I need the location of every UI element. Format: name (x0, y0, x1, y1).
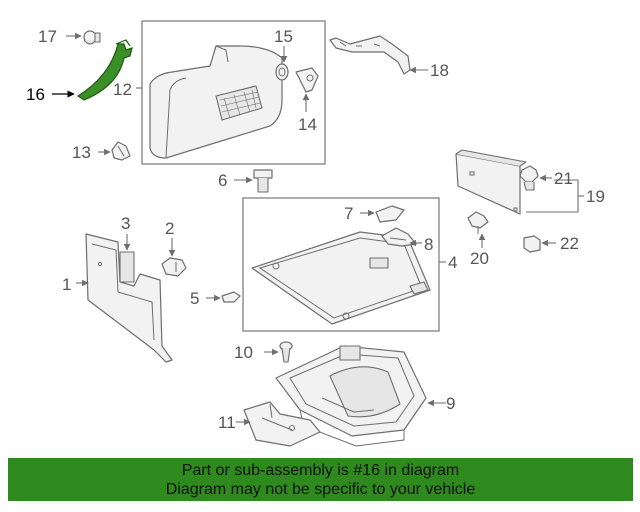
callout-15: 15 (274, 27, 293, 46)
callout-8: 8 (424, 235, 433, 254)
group-box-12 (141, 20, 326, 165)
callout-22: 22 (560, 234, 579, 253)
group-box-4 (242, 197, 440, 332)
banner-line-2: Diagram may not be specific to your vehi… (165, 481, 476, 498)
callout-3: 3 (121, 214, 130, 233)
callout-17: 17 (38, 27, 57, 46)
part-8-handle[interactable] (381, 227, 417, 247)
part-13-clip[interactable] (111, 141, 131, 161)
part-22-block[interactable] (523, 235, 541, 253)
callout-14: 14 (298, 115, 317, 134)
part-7-hook[interactable] (375, 205, 405, 223)
callout-7: 7 (344, 204, 353, 223)
part-4-floor-mat[interactable] (251, 231, 431, 325)
part-18-trim-molding[interactable] (329, 35, 411, 75)
part-6-plug[interactable] (253, 169, 273, 193)
part-20-fastener[interactable] (467, 211, 489, 234)
part-16-trim-strip[interactable] (76, 39, 133, 101)
callout-21: 21 (554, 169, 573, 188)
callout-18: 18 (430, 61, 449, 80)
part-19-sill-trim[interactable] (455, 149, 527, 215)
callout-6: 6 (218, 171, 227, 190)
callout-5: 5 (190, 289, 199, 308)
part-15-bolt[interactable] (275, 63, 289, 81)
part-2-clip[interactable] (161, 257, 187, 277)
part-14-hook[interactable] (295, 67, 319, 93)
callout-4: 4 (448, 253, 457, 272)
callout-10: 10 (234, 343, 253, 362)
part-21-clip[interactable] (519, 165, 539, 191)
callout-19: 19 (586, 187, 605, 206)
part-11-bracket[interactable] (243, 401, 321, 447)
callout-11: 11 (218, 413, 236, 432)
callout-1: 1 (62, 275, 71, 294)
banner-line-1: Part or sub-assembly is #16 in diagram (181, 462, 460, 479)
part-12-side-trim-panel[interactable] (149, 45, 283, 159)
callout-2: 2 (165, 219, 174, 238)
callout-13: 13 (72, 143, 91, 162)
callout-16: 16 (26, 85, 45, 104)
callout-9: 9 (446, 394, 455, 413)
part-10-rivet[interactable] (279, 341, 293, 363)
callout-12: 12 (113, 80, 132, 99)
part-17-clip[interactable] (83, 30, 101, 45)
part-3-strip[interactable] (119, 251, 135, 283)
part-9-storage-tray[interactable] (275, 345, 427, 447)
part-5-clip[interactable] (221, 291, 241, 303)
info-banner: Part or sub-assembly is #16 in diagram D… (8, 458, 633, 501)
callout-20: 20 (470, 249, 489, 268)
